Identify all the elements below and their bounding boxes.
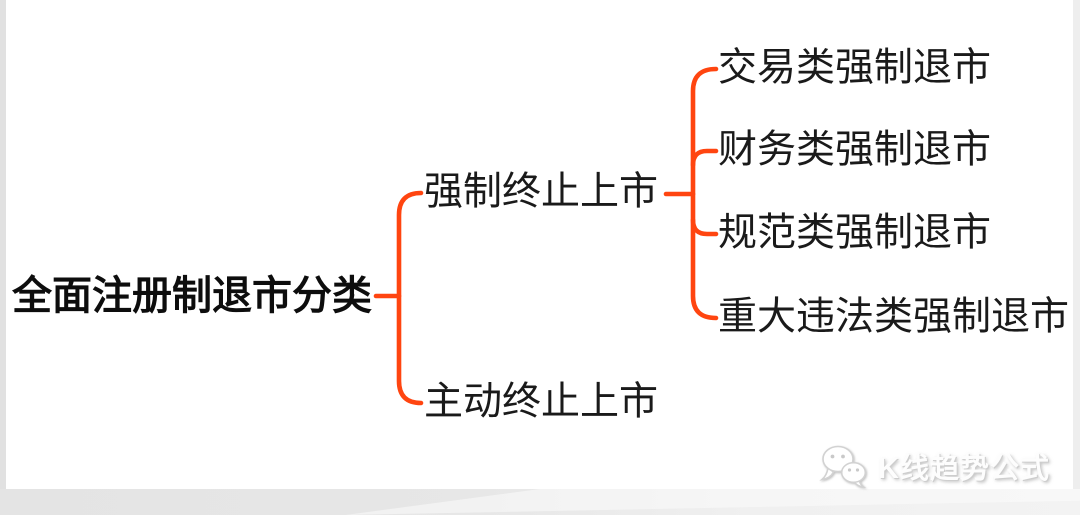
wechat-small-bubble <box>840 461 867 484</box>
wechat-big-bubble-tail <box>819 466 835 481</box>
right-edge-strip <box>1073 0 1080 515</box>
child-node-financial-delisting: 财务类强制退市 <box>718 128 992 172</box>
child-node-compliance-delisting: 规范类强制退市 <box>718 211 992 255</box>
branch-node-forced-termination: 强制终止上市 <box>424 170 659 214</box>
wechat-logo-icon <box>819 445 867 488</box>
child3-tick-line <box>690 217 719 237</box>
branch-node-voluntary-termination: 主动终止上市 <box>424 380 659 424</box>
right-bracket-line <box>690 66 719 321</box>
root-node: 全面注册制退市分类 <box>12 274 372 318</box>
watermark: K线趋势公式 <box>819 444 1050 488</box>
watermark-text: K线趋势公式 <box>878 453 1050 485</box>
left-bracket-line <box>396 190 424 406</box>
child-node-major-violation-delisting: 重大违法类强制退市 <box>718 295 1070 339</box>
left-edge-strip <box>0 0 6 515</box>
child2-tick-line <box>690 148 719 168</box>
child-node-trading-delisting: 交易类强制退市 <box>718 46 992 90</box>
bottom-gray-band <box>0 489 1080 515</box>
